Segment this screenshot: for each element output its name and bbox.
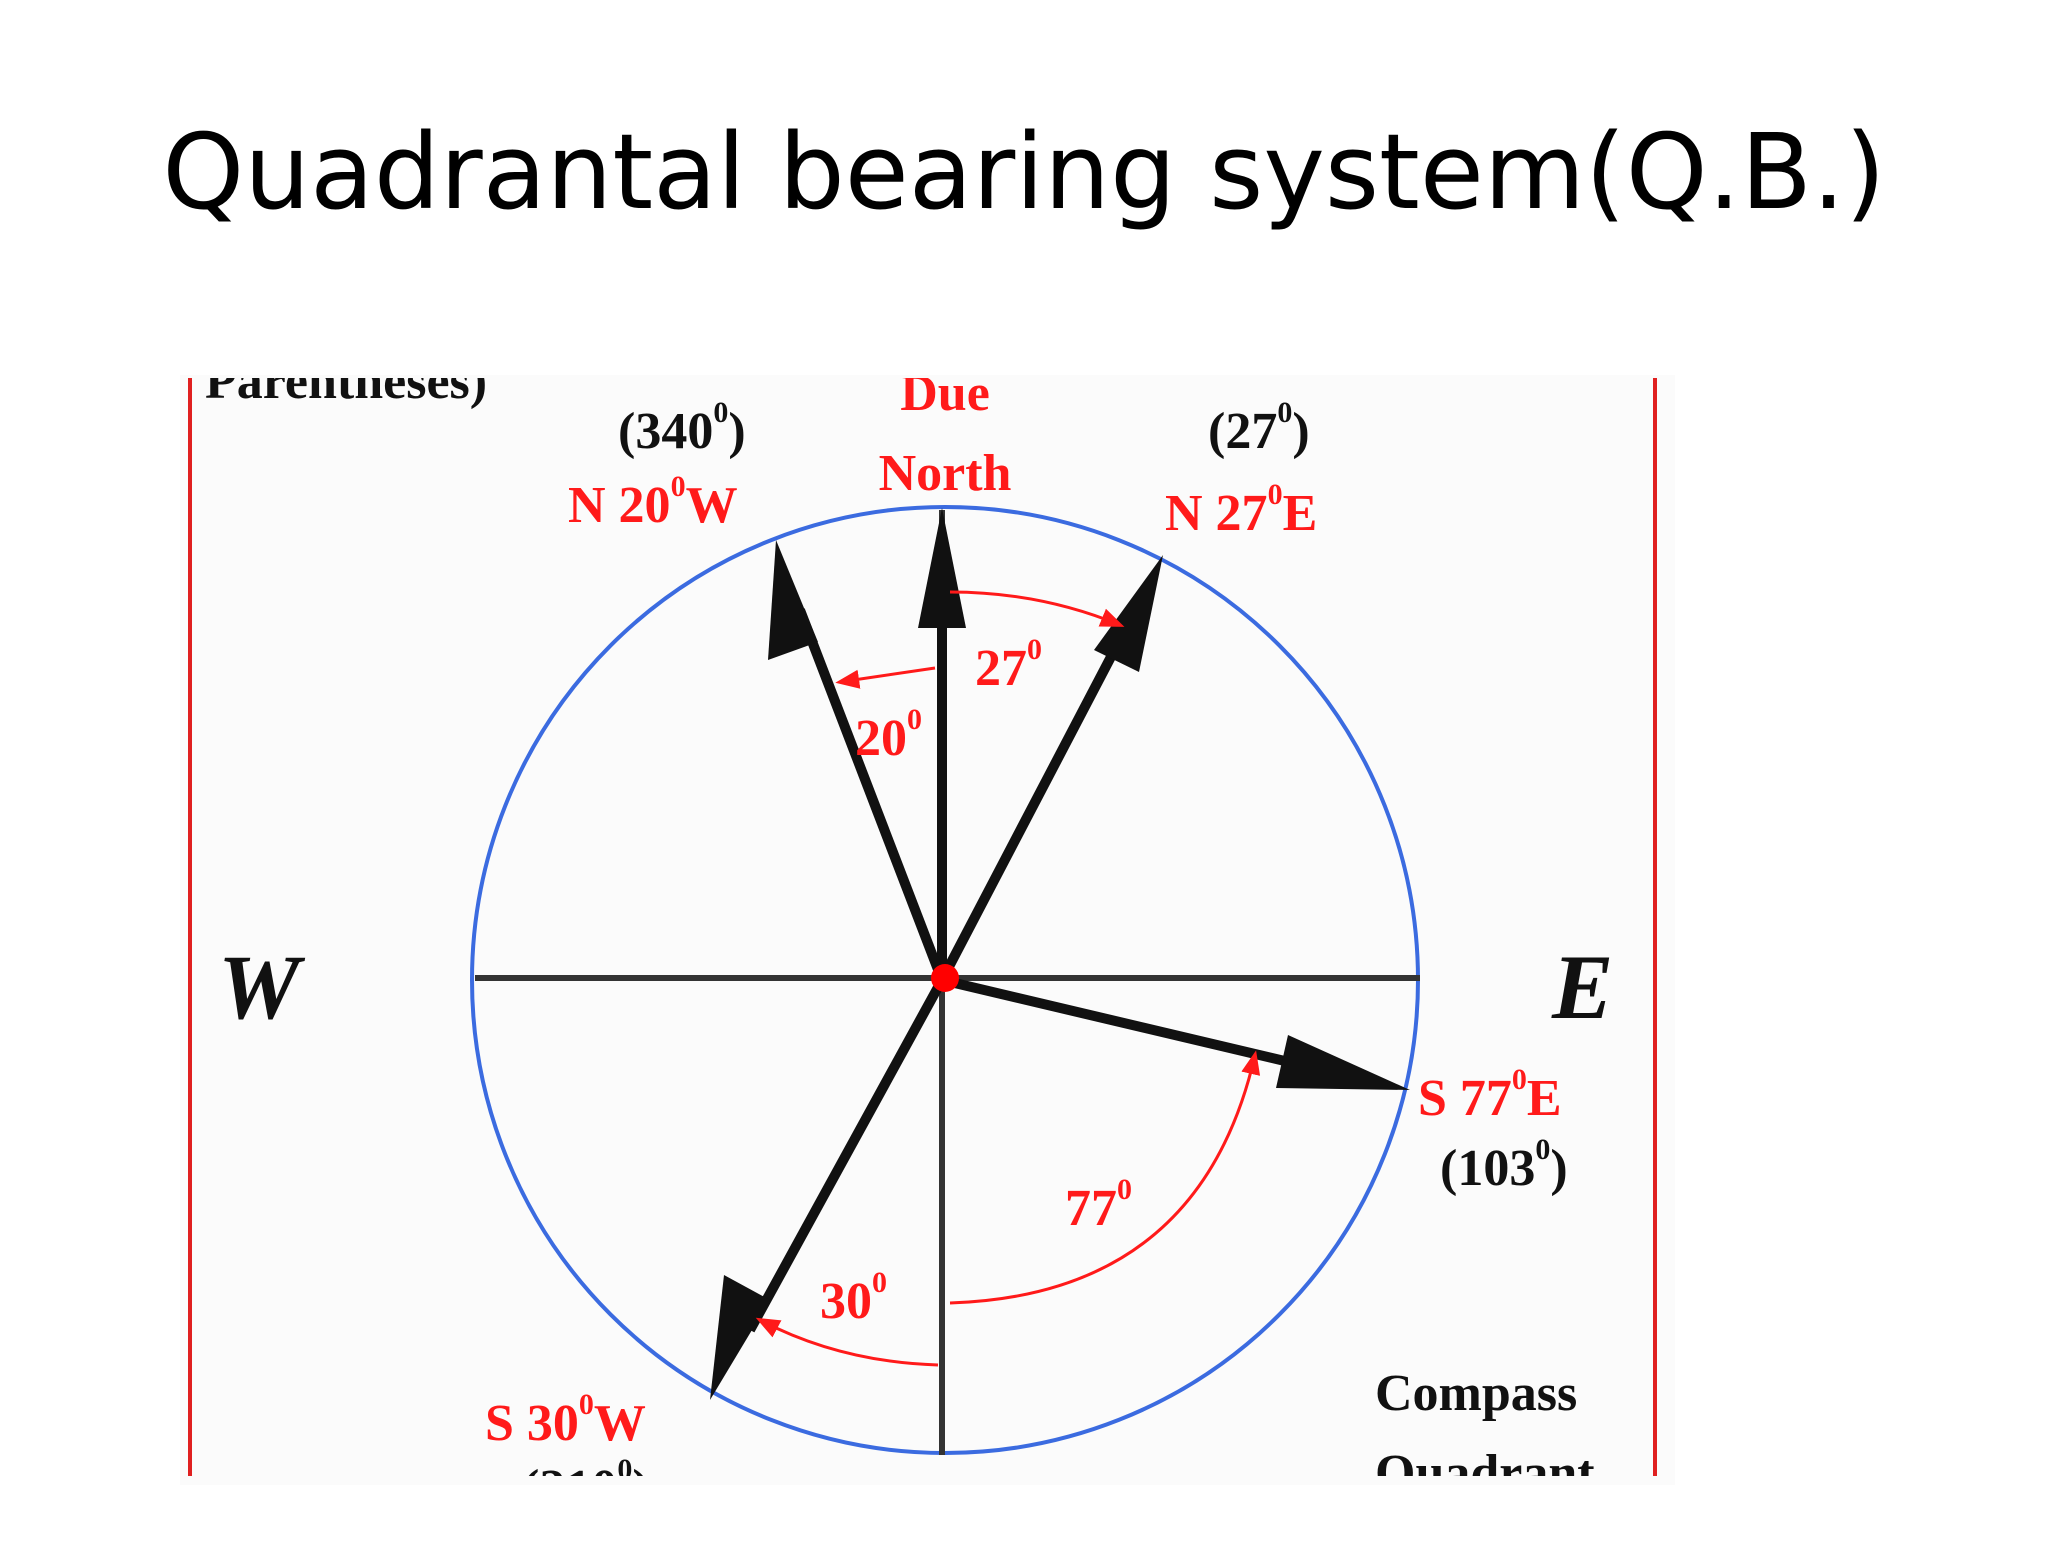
label-n27e-suffix: E [1283,485,1318,542]
label-s77e: S 770E [1418,1063,1562,1127]
label-n20w-suffix: W [686,477,738,534]
angle-label-27: 270 [975,633,1042,697]
due-north-line2: North [879,445,1012,502]
slide-title: Quadrantal bearing system(Q.B.) [162,111,1886,233]
close-paren: ) [728,403,745,460]
angle-30-value: 30 [820,1273,872,1330]
arrow-due-north [918,508,966,980]
east-label: E [1551,936,1613,1038]
wcb-340-value: (340 [618,403,713,460]
wcb-103: (1030) [1440,1133,1568,1197]
wcb-210: (2100) [522,1453,650,1517]
degree-mark: 0 [1512,1063,1527,1096]
center-dot [931,964,959,992]
close-paren: ) [1550,1140,1567,1197]
label-n20w-qb: N 20 [568,477,671,534]
degree-mark: 0 [579,1388,594,1421]
label-s30w: S 300W [485,1388,646,1452]
angle-label-20: 200 [855,703,922,767]
close-paren: ) [632,1460,649,1517]
degree-mark: 0 [1268,478,1283,511]
arrow-n27e [937,555,1163,983]
wcb-210-value: (210 [522,1460,617,1517]
wcb-27: (270) [1208,396,1310,460]
compass-label-line2: Quadrant [1375,1445,1595,1502]
arc-20 [835,666,936,689]
degree-mark: 0 [872,1266,887,1299]
wcb-103-value: (103 [1440,1140,1535,1197]
west-label: W [218,936,306,1038]
degree-mark: 0 [617,1453,632,1486]
arrow-s30w [710,977,947,1400]
close-paren: ) [1292,403,1309,460]
label-s30w-suffix: W [594,1395,646,1452]
degree-mark: 0 [1027,633,1042,666]
label-n27e: N 270E [1165,478,1317,542]
label-n27e-qb: N 27 [1165,485,1268,542]
degree-mark: 0 [1277,396,1292,429]
label-s30w-qb: S 30 [485,1395,579,1452]
arc-30 [755,1317,939,1367]
wcb-340: (3400) [618,396,746,460]
wcb-27-value: (27 [1208,403,1277,460]
degree-mark: 0 [713,396,728,429]
arrow-n20w [768,540,947,982]
angle-label-77: 770 [1065,1173,1132,1237]
label-s77e-suffix: E [1527,1070,1562,1127]
angle-27-value: 27 [975,640,1027,697]
degree-mark: 0 [1117,1173,1132,1206]
label-s77e-qb: S 77 [1418,1070,1512,1127]
label-n20w: N 200W [568,470,738,534]
arc-77 [949,1050,1261,1305]
arc-27 [949,590,1125,627]
compass-label-line1: Compass [1375,1365,1577,1422]
top-caption: Parentheses) [205,353,487,410]
degree-mark: 0 [907,703,922,736]
degree-mark: 0 [671,470,686,503]
angle-label-30: 300 [820,1266,887,1330]
angle-20-value: 20 [855,710,907,767]
angle-77-value: 77 [1065,1180,1117,1237]
due-north-line1: Due [900,365,990,422]
degree-mark: 0 [1535,1133,1550,1166]
